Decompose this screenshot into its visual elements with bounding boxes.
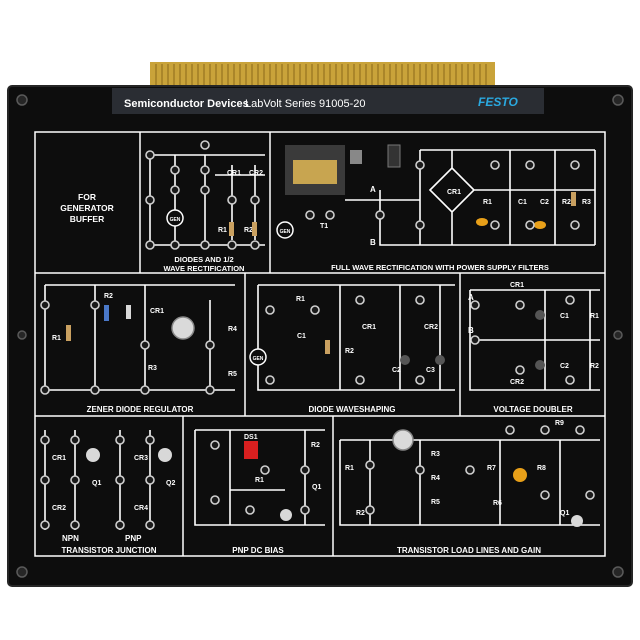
svg-text:CR3: CR3 <box>134 455 148 462</box>
svg-text:Q1: Q1 <box>312 484 321 491</box>
svg-text:R8: R8 <box>537 465 546 472</box>
svg-text:R1: R1 <box>218 227 227 234</box>
svg-text:R2: R2 <box>244 227 253 234</box>
svg-text:R7: R7 <box>487 465 496 472</box>
svg-text:C2: C2 <box>560 363 569 370</box>
series-label: LabVolt Series 91005-20 <box>245 98 365 110</box>
svg-text:R1: R1 <box>296 296 305 303</box>
svg-text:R1: R1 <box>345 465 354 472</box>
svg-text:R1: R1 <box>255 477 264 484</box>
svg-text:GEN: GEN <box>253 356 264 362</box>
panel-title-full-wave: FULL WAVE RECTIFICATION WITH POWER SUPPL… <box>331 263 549 272</box>
zener-regulator-circuit: R1 R2 CR1 R3 R4 R5 <box>40 284 237 395</box>
svg-text:CR2: CR2 <box>52 505 66 512</box>
panel-title-pnp-bias: PNP DC BIAS <box>232 546 284 555</box>
svg-text:CR2: CR2 <box>424 324 438 331</box>
svg-text:R2: R2 <box>104 293 113 300</box>
svg-text:CR4: CR4 <box>134 505 148 512</box>
full-wave-circuit: GEN T1 A B CR1 R1 C1 C2 R2 R3 <box>276 144 596 247</box>
svg-text:Q1: Q1 <box>560 510 569 517</box>
panel-grid <box>34 131 606 557</box>
svg-text:CR1: CR1 <box>150 308 164 315</box>
svg-text:R2: R2 <box>562 199 571 206</box>
svg-text:R2: R2 <box>590 363 599 370</box>
voltage-doubler-circuit: A B CR1 CR2 C1 C2 R1 R2 <box>468 282 600 391</box>
festo-logo: FESTO <box>478 95 518 109</box>
svg-text:CR1: CR1 <box>362 324 376 331</box>
transistor-junction-circuit: CR1 CR2 CR3 CR4 Q1 Q2 NPN PNP <box>40 430 175 543</box>
panel-title-waveshaping: DIODE WAVESHAPING <box>309 405 396 414</box>
svg-text:C2: C2 <box>392 367 401 374</box>
svg-text:NPN: NPN <box>62 534 79 543</box>
svg-text:R1: R1 <box>590 313 599 320</box>
svg-text:R5: R5 <box>228 371 237 378</box>
svg-text:R2: R2 <box>311 442 320 449</box>
svg-text:R3: R3 <box>431 451 440 458</box>
svg-text:C2: C2 <box>540 199 549 206</box>
diode-waveshaping-circuit: GEN R1 C1 R2 CR1 CR2 C2 C3 <box>249 284 455 391</box>
svg-text:C1: C1 <box>560 313 569 320</box>
mounting-screws <box>16 94 624 578</box>
pnp-dc-bias-circuit: DS1 R1 R2 Q1 <box>194 429 325 526</box>
svg-text:Q2: Q2 <box>166 480 175 487</box>
svg-text:CR2: CR2 <box>510 379 524 386</box>
svg-text:R3: R3 <box>148 365 157 372</box>
svg-text:CR1: CR1 <box>227 170 241 177</box>
svg-text:R1: R1 <box>483 199 492 206</box>
svg-text:A: A <box>468 293 474 302</box>
svg-text:C1: C1 <box>518 199 527 206</box>
svg-text:CR1: CR1 <box>447 189 461 196</box>
load-lines-circuit: R1 R2 R3 R4 R5 R6 R7 R8 R9 Q1 <box>339 420 600 527</box>
svg-text:Q1: Q1 <box>92 480 101 487</box>
svg-text:CR1: CR1 <box>510 282 524 289</box>
svg-text:A: A <box>370 185 376 194</box>
svg-text:R1: R1 <box>52 335 61 342</box>
svg-text:C1: C1 <box>297 333 306 340</box>
svg-text:R2: R2 <box>345 348 354 355</box>
diodes-half-wave-circuit: GEN CR1 CR2 R1 R2 <box>145 140 265 250</box>
svg-text:R5: R5 <box>431 499 440 506</box>
svg-text:GEN: GEN <box>170 217 181 223</box>
svg-text:C3: C3 <box>426 367 435 374</box>
svg-text:R6: R6 <box>493 500 502 507</box>
svg-text:GEN: GEN <box>280 229 291 235</box>
panel-title-zener: ZENER DIODE REGULATOR <box>87 405 194 414</box>
panel-title-doubler: VOLTAGE DOUBLER <box>493 405 572 414</box>
svg-text:T1: T1 <box>320 223 328 230</box>
svg-text:B: B <box>370 238 376 247</box>
svg-text:R3: R3 <box>582 199 591 206</box>
product-title: Semiconductor Devices <box>124 98 249 110</box>
svg-text:R4: R4 <box>228 326 237 333</box>
panel-title-transistor-junction: TRANSISTOR JUNCTION <box>62 546 157 555</box>
svg-text:R9: R9 <box>555 420 564 427</box>
panel-title-load-lines: TRANSISTOR LOAD LINES AND GAIN <box>397 546 541 555</box>
svg-text:B: B <box>468 326 474 335</box>
svg-text:R2: R2 <box>356 510 365 517</box>
svg-text:CR2: CR2 <box>249 170 263 177</box>
svg-text:R4: R4 <box>431 475 440 482</box>
header-bar <box>112 88 544 114</box>
svg-text:PNP: PNP <box>125 534 142 543</box>
svg-text:CR1: CR1 <box>52 455 66 462</box>
svg-text:DS1: DS1 <box>244 434 258 441</box>
